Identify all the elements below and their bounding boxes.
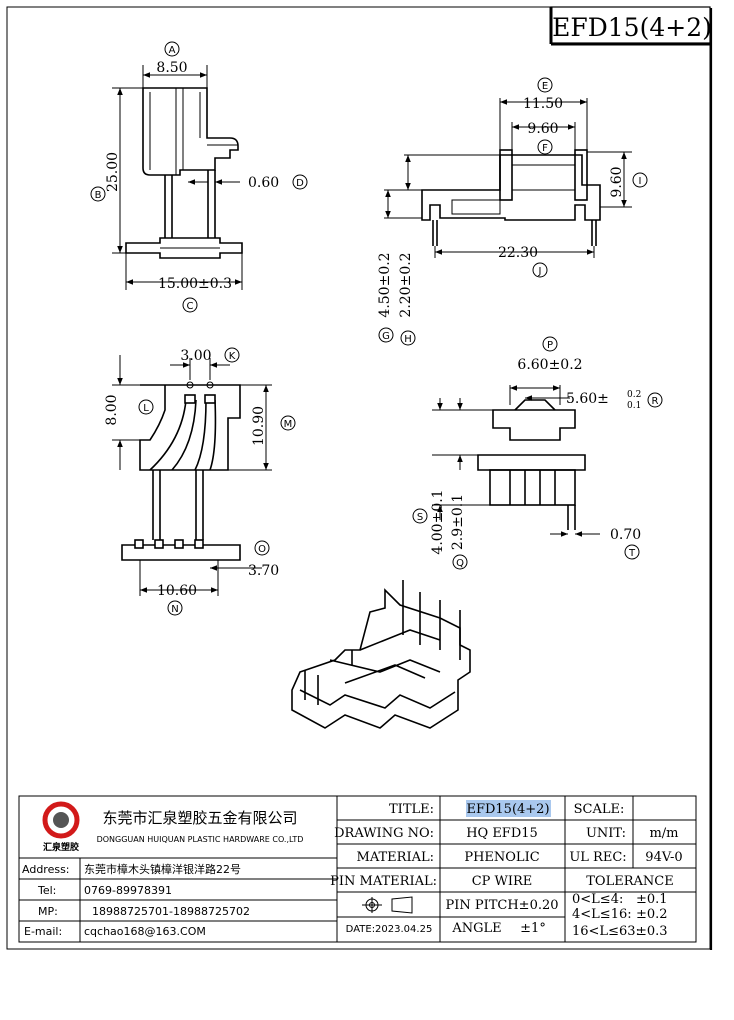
- tel-value: 0769-89978391: [84, 884, 172, 897]
- email-value: cqchao168@163.COM: [84, 925, 206, 938]
- view-bottom-left: 3.00 K 8.00 L 10.90 M 10.60 N 3.70 O: [104, 347, 296, 616]
- title-value: EFD15(4+2): [466, 802, 549, 817]
- company-logo: 汇泉塑胶: [42, 801, 80, 853]
- dim-f-value: 9.60: [527, 121, 558, 137]
- dim-q-label: Q: [456, 558, 464, 569]
- projection-symbol-icon: [362, 896, 413, 914]
- dim-n-value: 10.60: [157, 583, 197, 599]
- mp-label: MP:: [38, 905, 58, 918]
- dim-d-label: D: [296, 178, 304, 189]
- title-highlight: [466, 800, 551, 817]
- address-label: Address:: [22, 863, 70, 876]
- view-end-right: 6.60±0.2 P 5.60± 0.2 0.1 R 4.00±0.1 2.9±…: [412, 336, 663, 570]
- ul-rec-value: 94V-0: [645, 850, 682, 865]
- address-value: 东莞市樟木头镇樟洋银洋路22号: [84, 862, 241, 876]
- tolerance-value-2: ±0.2: [636, 907, 668, 922]
- angle-value: ±1°: [520, 921, 546, 936]
- pin-material-label: PIN MATERIAL:: [330, 874, 437, 889]
- dim-e-label: E: [542, 81, 548, 92]
- dim-o-label: O: [258, 544, 266, 555]
- dim-o-value: 3.70: [248, 563, 279, 579]
- email-label: E-mail:: [24, 925, 62, 938]
- dim-q-value: 2.9±0.1: [450, 494, 466, 550]
- tolerance-value-3: ±0.3: [636, 924, 668, 939]
- tolerance-range-2: 4<L≤16:: [572, 907, 632, 922]
- unit-value: m/m: [649, 826, 678, 841]
- company-name-cn: 东莞市汇泉塑胶五金有限公司: [102, 809, 297, 827]
- ul-rec-label: UL REC:: [569, 850, 626, 865]
- dim-t-label: T: [628, 548, 636, 559]
- part-title: EFD15(4+2): [552, 13, 712, 42]
- dim-g-value: 4.50±0.2: [377, 252, 393, 317]
- dim-e-value: 11.50: [523, 96, 563, 112]
- dim-r-value: 5.60±: [566, 391, 609, 407]
- dim-l-label: L: [143, 403, 149, 414]
- scale-label: SCALE:: [574, 802, 625, 817]
- dim-n-label: N: [171, 604, 178, 615]
- dim-c-value: 15.00±0.3: [158, 276, 232, 292]
- tolerance-range-3: 16<L≤63:: [572, 924, 640, 939]
- dim-r-label: R: [652, 396, 659, 407]
- date: DATE:2023.04.25: [346, 924, 433, 935]
- dim-r-tol-upper: 0.2: [627, 390, 641, 400]
- drawing-no-label: DRAWING NO:: [334, 826, 434, 841]
- dim-s-label: S: [417, 512, 423, 523]
- dim-k-label: K: [229, 351, 236, 362]
- dim-a-label: A: [169, 45, 176, 56]
- dim-h-label: H: [404, 334, 412, 345]
- tel-label: Tel:: [37, 884, 56, 897]
- tolerance-range-1: 0<L≤4:: [572, 892, 623, 907]
- dim-b-value: 25.00: [105, 152, 121, 192]
- logo-text: 汇泉塑胶: [43, 841, 79, 853]
- dim-i-value: 9.60: [609, 166, 625, 197]
- dim-g-label: G: [382, 331, 390, 342]
- material-value: PHENOLIC: [464, 850, 539, 865]
- dim-a-value: 8.50: [156, 60, 187, 76]
- dim-r-tol-lower: 0.1: [627, 401, 641, 411]
- dim-m-value: 10.90: [251, 406, 267, 446]
- dim-m-label: M: [284, 419, 293, 430]
- dim-j-value: 22.30: [498, 245, 538, 261]
- company-name-en: DONGGUAN HUIQUAN PLASTIC HARDWARE CO.,LT…: [97, 835, 304, 844]
- dim-l-value: 8.00: [104, 394, 120, 425]
- tolerance-value-1: ±0.1: [636, 892, 668, 907]
- dim-c-label: C: [187, 301, 194, 312]
- dim-k-value: 3.00: [180, 348, 211, 364]
- title-block: 汇泉塑胶 东莞市汇泉塑胶五金有限公司 DONGGUAN HUIQUAN PLAS…: [18, 795, 697, 943]
- angle-label: ANGLE: [451, 921, 501, 936]
- pin-material-value: CP WIRE: [472, 874, 533, 889]
- dim-i-label: I: [639, 176, 642, 187]
- title-label: TITLE:: [389, 802, 434, 817]
- pin-pitch: PIN PITCH±0.20: [445, 898, 558, 913]
- drawing-no-value: HQ EFD15: [466, 826, 538, 841]
- view-front-right: 11.50 E 9.60 F 9.60 I 22.30 J 4.50±0.2 2…: [377, 77, 648, 346]
- view-side-left: 8.50 A 25.00 B 0.60 D 15.00±0.3 C: [90, 41, 308, 313]
- dim-d-value: 0.60: [248, 175, 279, 191]
- material-label: MATERIAL:: [357, 850, 434, 865]
- dim-j-label: J: [538, 266, 542, 277]
- dim-h-value: 2.20±0.2: [398, 252, 414, 317]
- mp-value: 18988725701-18988725702: [92, 905, 250, 918]
- dim-t-value: 0.70: [610, 527, 641, 543]
- tolerance-label: TOLERANCE: [586, 874, 673, 889]
- dim-s-value: 4.00±0.1: [430, 489, 446, 554]
- dim-p-label: P: [547, 340, 553, 351]
- dim-p-value: 6.60±0.2: [517, 357, 582, 373]
- part-title-box: EFD15(4+2): [549, 6, 712, 46]
- view-isometric: [291, 580, 471, 729]
- dim-f-label: F: [542, 143, 548, 154]
- unit-label: UNIT:: [586, 826, 626, 841]
- dim-b-label: B: [95, 190, 102, 201]
